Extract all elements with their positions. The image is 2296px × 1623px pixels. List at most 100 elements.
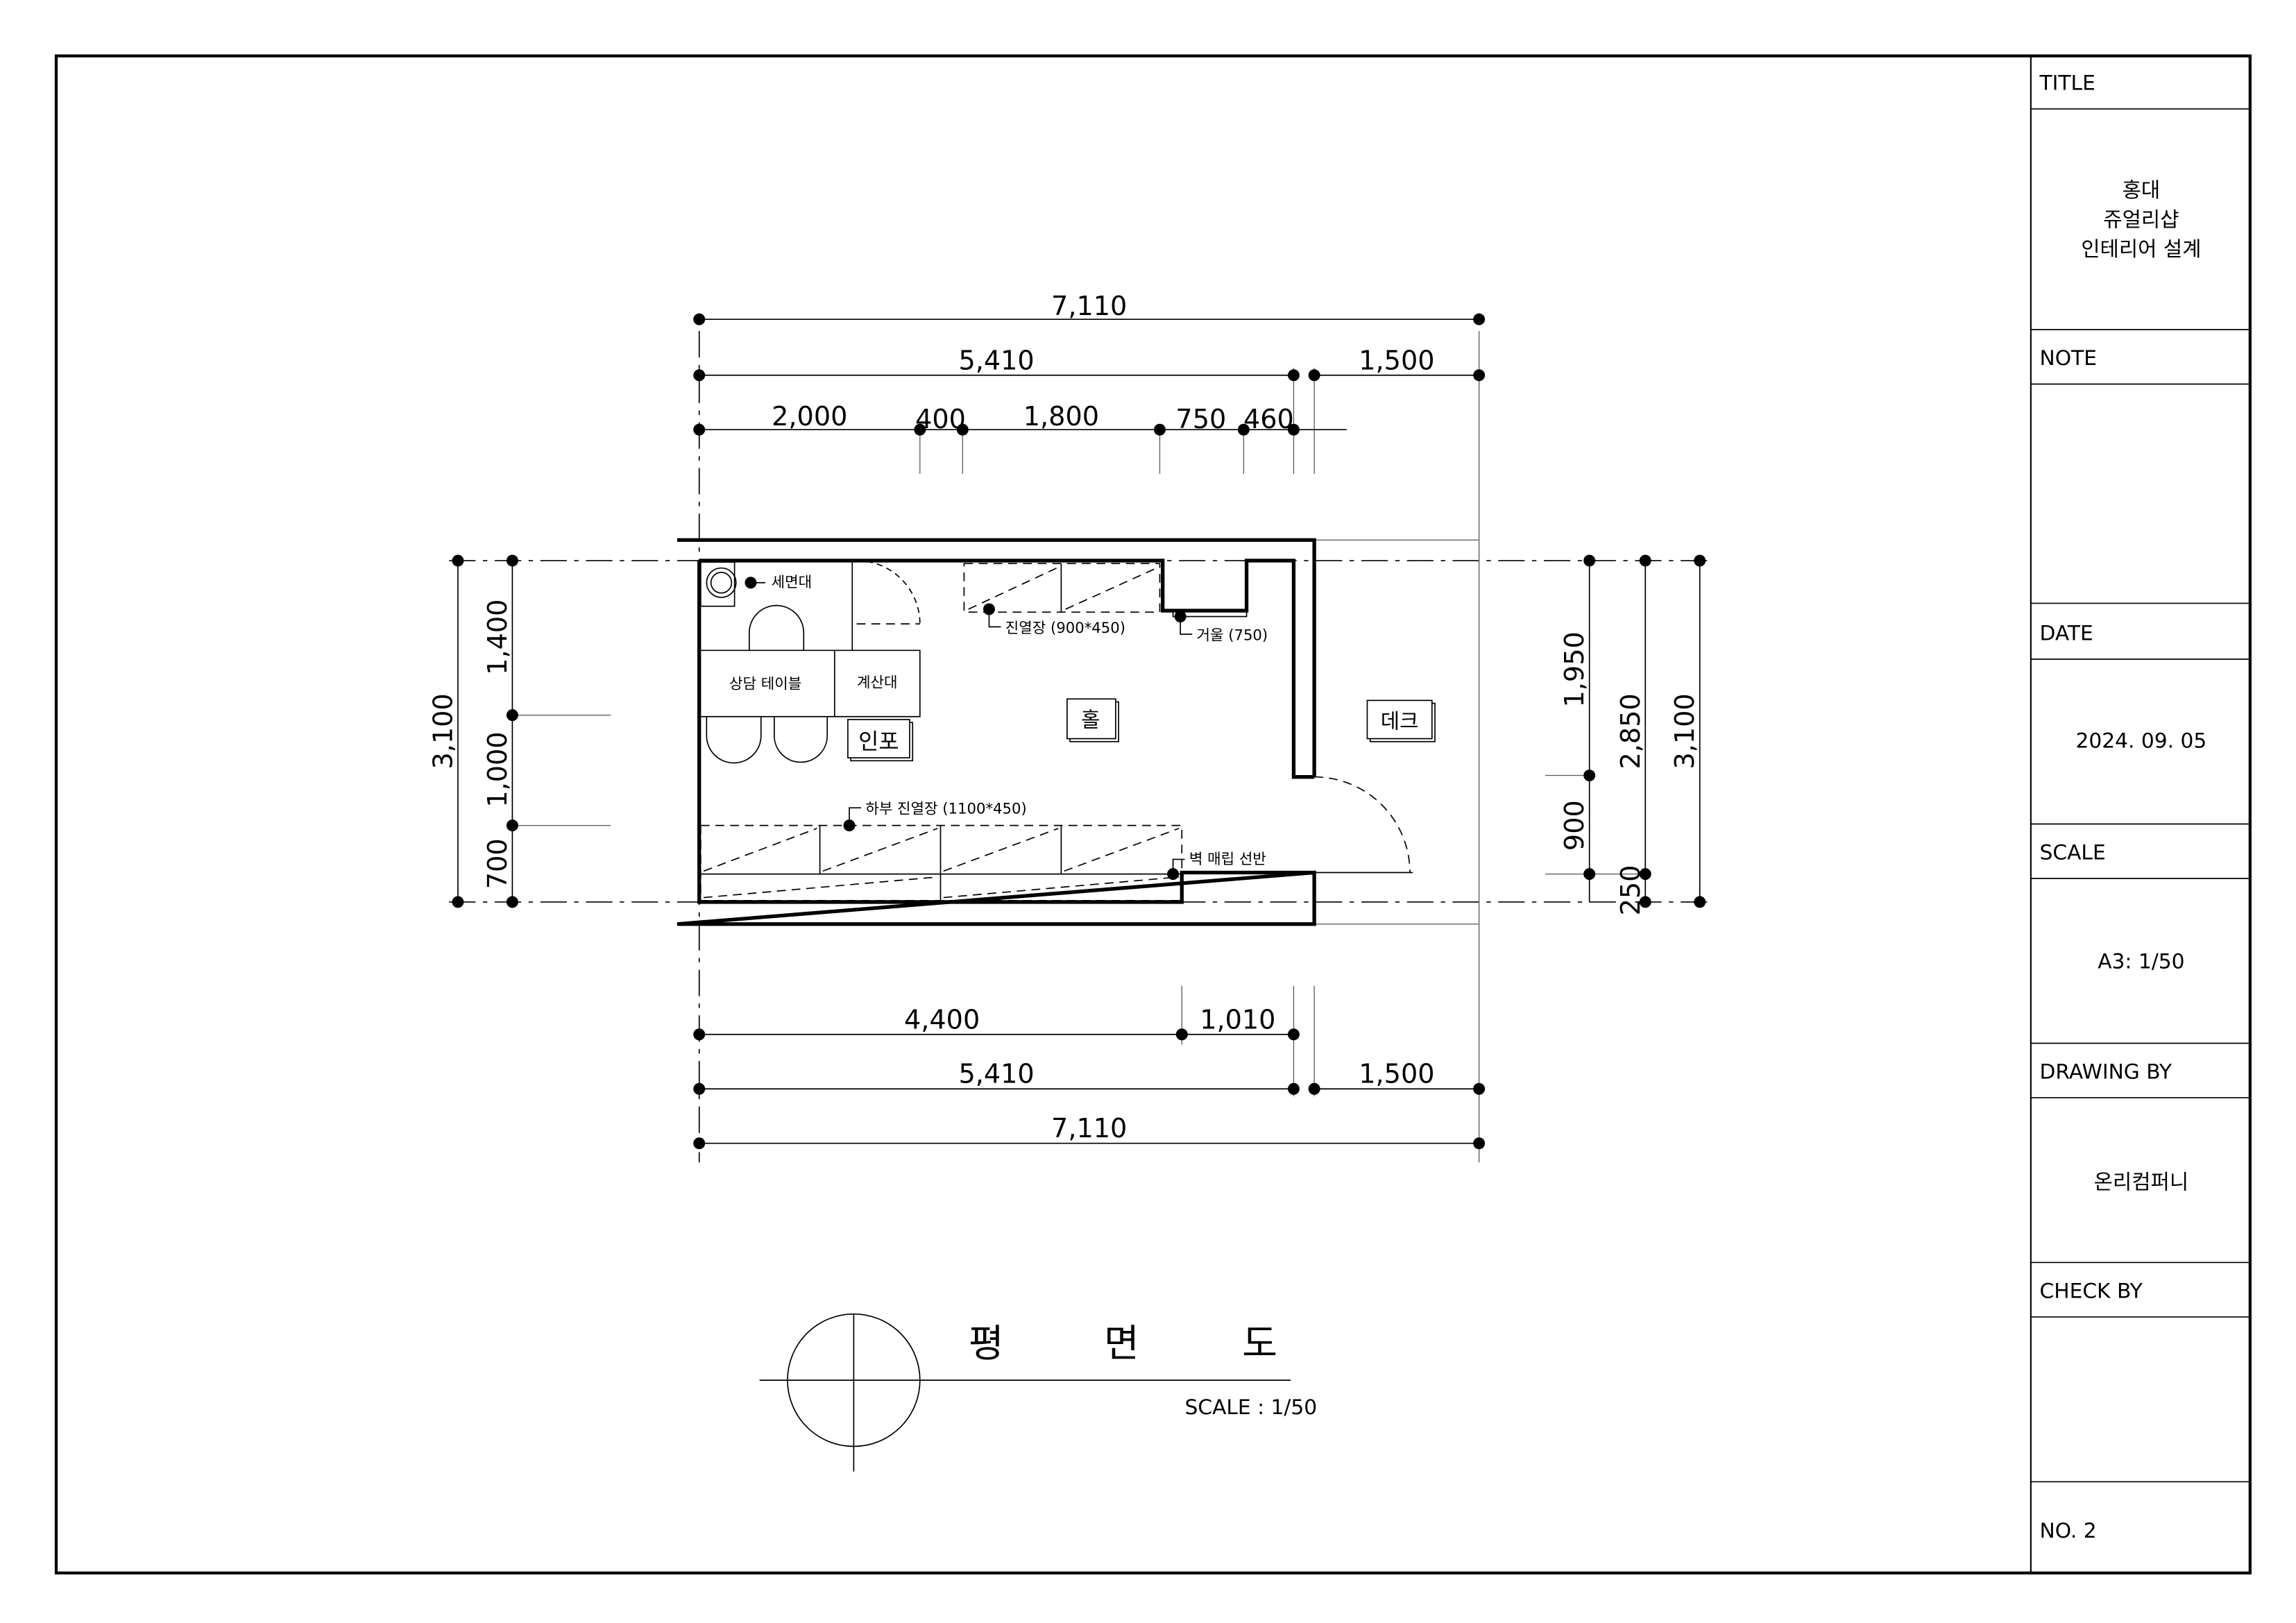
dim-top-seg4: 750	[1175, 405, 1226, 435]
label-lower-display: 하부 진열장 (1100*450)	[865, 800, 1026, 817]
dimension-dot	[1237, 423, 1250, 436]
leader-lines	[750, 581, 1193, 874]
dimension-dot	[1308, 369, 1320, 382]
dimension-dot	[506, 819, 518, 832]
scale-value: A3: 1/50	[2098, 949, 2184, 973]
consult-area-outline	[699, 560, 921, 717]
drawing-title-char-3: 도	[1242, 1322, 1277, 1366]
label-counter: 계산대	[857, 673, 897, 690]
dim-bottom-seg2: 1,010	[1200, 1005, 1275, 1035]
label-hall: 홀	[1081, 708, 1100, 732]
dim-bottom-main: 5,410	[958, 1060, 1034, 1090]
number-label: NO. 2	[2040, 1518, 2097, 1543]
dim-right-mid: 2,850	[1616, 693, 1647, 769]
dim-top-deck: 1,500	[1359, 346, 1434, 376]
dimension-dot	[1583, 554, 1596, 567]
dimension-dot	[1308, 1082, 1320, 1095]
back-door	[856, 560, 921, 624]
dim-top-total: 7,110	[1051, 291, 1127, 322]
label-info: 인포	[858, 729, 899, 754]
title-block	[2030, 108, 2250, 1483]
dimension-dot	[693, 313, 706, 325]
title-line-1: 홍대	[2123, 178, 2161, 202]
note-label: NOTE	[2040, 346, 2097, 370]
scale-label: SCALE	[2040, 840, 2106, 864]
sheet-border	[54, 54, 2252, 1575]
dimension-dot	[1287, 1028, 1300, 1041]
dimension-dot	[1287, 369, 1300, 382]
walls	[677, 538, 1316, 926]
lower-display-case	[699, 824, 1183, 901]
date-value: 2024. 09. 05	[2076, 728, 2207, 752]
dim-bottom-seg1: 4,400	[904, 1005, 980, 1035]
date-label: DATE	[2040, 620, 2093, 645]
dim-left-total: 3,100	[428, 693, 459, 769]
entrance-door	[1314, 776, 1411, 873]
label-mirror: 거울 (750)	[1196, 626, 1268, 643]
room-tag-info: 인포	[847, 719, 914, 762]
dimension-dot	[452, 554, 464, 567]
dimension-dot	[914, 423, 926, 436]
dimension-dot	[693, 1137, 706, 1150]
label-deck: 데크	[1381, 709, 1419, 733]
dimension-dot	[693, 369, 706, 382]
label-wall-shelf: 벽 매립 선반	[1189, 850, 1266, 867]
dimension-dot	[1694, 896, 1706, 908]
dimension-dot	[452, 896, 464, 908]
dimension-dot	[1473, 369, 1486, 382]
dimension-dot	[1694, 554, 1706, 567]
dimension-dot	[1639, 868, 1651, 881]
dimension-dot	[506, 896, 518, 908]
title-label: TITLE	[2039, 70, 2095, 94]
dimension-dot	[693, 1028, 706, 1041]
drawing-title-char-1: 평	[969, 1322, 1004, 1366]
dimension-dot	[1639, 896, 1651, 908]
drawing-by-value: 온리컴퍼니	[2094, 1169, 2189, 1193]
dimension-dot	[693, 1082, 706, 1095]
dim-left-seg3: 700	[483, 838, 513, 889]
dimension-dot	[1639, 554, 1651, 567]
dimension-dot	[1153, 423, 1166, 436]
dim-right-seg3: 250	[1616, 865, 1647, 916]
upper-display-case	[963, 563, 1161, 613]
dim-right-seg2: 900	[1560, 800, 1590, 851]
dim-top-seg2: 400	[915, 405, 966, 435]
dimension-dot	[1175, 1028, 1188, 1041]
room-tag-deck: 데크	[1366, 699, 1436, 742]
dim-left-seg2: 1,000	[483, 731, 513, 807]
label-consult-table: 상담 테이블	[729, 674, 801, 692]
label-display-case: 진열장 (900*450)	[1005, 619, 1125, 636]
drawing-title-char-2: 면	[1104, 1322, 1139, 1366]
dim-top-seg1: 2,000	[772, 402, 847, 432]
dimension-dot	[1583, 868, 1596, 881]
center-lines	[449, 331, 1708, 1163]
dimension-dot	[956, 423, 969, 436]
chair	[748, 604, 805, 651]
dimension-dot	[506, 709, 518, 722]
dim-right-total: 3,100	[1670, 693, 1701, 769]
dim-top-seg3: 1,800	[1023, 402, 1099, 432]
dim-bottom-total: 7,110	[1051, 1114, 1127, 1144]
mirror	[1172, 610, 1248, 618]
dim-bottom-deck: 1,500	[1359, 1060, 1434, 1090]
dimension-dot	[693, 423, 706, 436]
dimension-lines	[457, 318, 1701, 1144]
dimension-dot	[1287, 1082, 1300, 1095]
dim-top-main: 5,410	[958, 346, 1034, 376]
chair	[706, 716, 762, 764]
sink	[699, 561, 737, 607]
dim-left-seg1: 1,400	[483, 600, 513, 675]
dimension-dot	[1473, 1137, 1486, 1150]
label-sink: 세면대	[772, 573, 812, 590]
title-line-2: 쥬얼리샵	[2103, 207, 2179, 232]
dimension-dot	[1287, 423, 1300, 436]
drawing-title-symbol	[759, 1313, 1291, 1472]
dimension-dot	[1473, 1082, 1486, 1095]
dimension-dot	[1583, 770, 1596, 782]
chair	[774, 716, 828, 763]
dim-right-seg1: 1,950	[1560, 631, 1590, 707]
title-line-3: 인테리어 설계	[2081, 237, 2201, 261]
dim-top-seg5: 460	[1243, 405, 1294, 435]
dimension-dot	[1473, 313, 1486, 325]
